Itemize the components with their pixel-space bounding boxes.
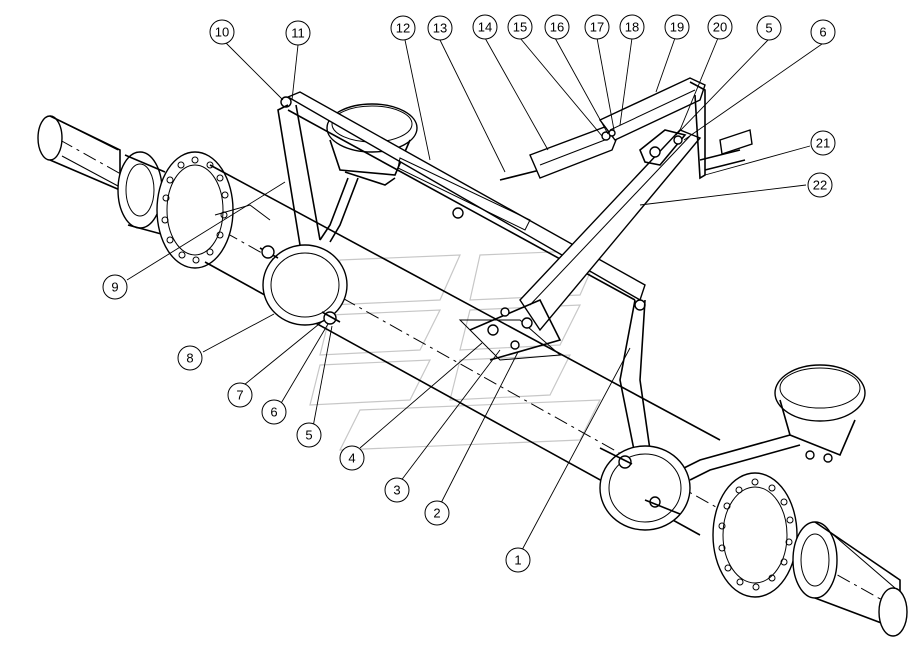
callout-21: 21 (810, 130, 836, 156)
left-axle-end (37, 115, 234, 269)
cross-bar (280, 91, 646, 311)
callout-19: 19 (664, 14, 690, 40)
callout-5-top-label: 5 (765, 21, 772, 36)
diagonal-strut (469, 129, 702, 361)
callout-14: 14 (472, 14, 498, 40)
callout-14-label: 14 (478, 20, 492, 35)
callout-7: 7 (227, 382, 253, 408)
right-flange-bolt-holes (718, 478, 794, 591)
callout-11-label: 11 (291, 26, 305, 41)
callout-4-label: 4 (348, 451, 355, 466)
callout-12-label: 12 (396, 21, 410, 36)
callout-9: 9 (102, 274, 128, 300)
callout-2-label: 2 (433, 506, 440, 521)
callout-7-label: 7 (236, 388, 243, 403)
left-brake-chamber (319, 103, 418, 243)
callout-1-label: 1 (514, 553, 521, 568)
callout-16: 16 (544, 14, 570, 40)
callout-13: 13 (427, 15, 453, 41)
callout-16-label: 16 (550, 20, 564, 35)
callout-6-top-label: 6 (819, 25, 826, 40)
callout-5-bottom-label: 5 (305, 428, 312, 443)
callout-18: 18 (619, 14, 645, 40)
callout-2: 2 (424, 500, 450, 526)
callout-10: 10 (209, 19, 235, 45)
callout-1: 1 (505, 547, 531, 573)
leader-lines (126, 37, 823, 551)
callout-10-label: 10 (215, 25, 229, 40)
callout-17-label: 17 (590, 20, 604, 35)
callout-22-label: 22 (813, 178, 827, 193)
callout-19-label: 19 (670, 20, 684, 35)
callout-15-label: 15 (513, 20, 527, 35)
callout-5-top: 5 (756, 15, 782, 41)
callout-5-bottom: 5 (296, 422, 322, 448)
right-axle-end (712, 472, 908, 637)
callout-6-top: 6 (810, 19, 836, 45)
callout-labels: 10 11 12 13 14 15 16 17 18 19 20 5 6 21 … (102, 14, 836, 573)
callout-12: 12 (390, 15, 416, 41)
callout-13-label: 13 (433, 21, 447, 36)
callout-8-label: 8 (186, 351, 193, 366)
callout-6-bottom-label: 6 (270, 405, 277, 420)
callout-6-bottom: 6 (261, 399, 287, 425)
callout-20: 20 (707, 14, 733, 40)
right-hanger (599, 299, 691, 531)
callout-3: 3 (384, 477, 410, 503)
callout-15: 15 (507, 14, 533, 40)
callout-11: 11 (285, 20, 311, 46)
callout-22: 22 (807, 172, 833, 198)
callout-3-label: 3 (393, 483, 400, 498)
callout-20-label: 20 (713, 20, 727, 35)
callout-18-label: 18 (625, 20, 639, 35)
callout-4: 4 (339, 445, 365, 471)
right-brake-chamber (679, 364, 866, 481)
left-hanger (259, 104, 348, 326)
callout-21-label: 21 (816, 136, 830, 151)
left-flange-bolt-holes (161, 156, 229, 264)
callout-9-label: 9 (111, 280, 118, 295)
callout-17: 17 (584, 14, 610, 40)
callout-8: 8 (177, 345, 203, 371)
